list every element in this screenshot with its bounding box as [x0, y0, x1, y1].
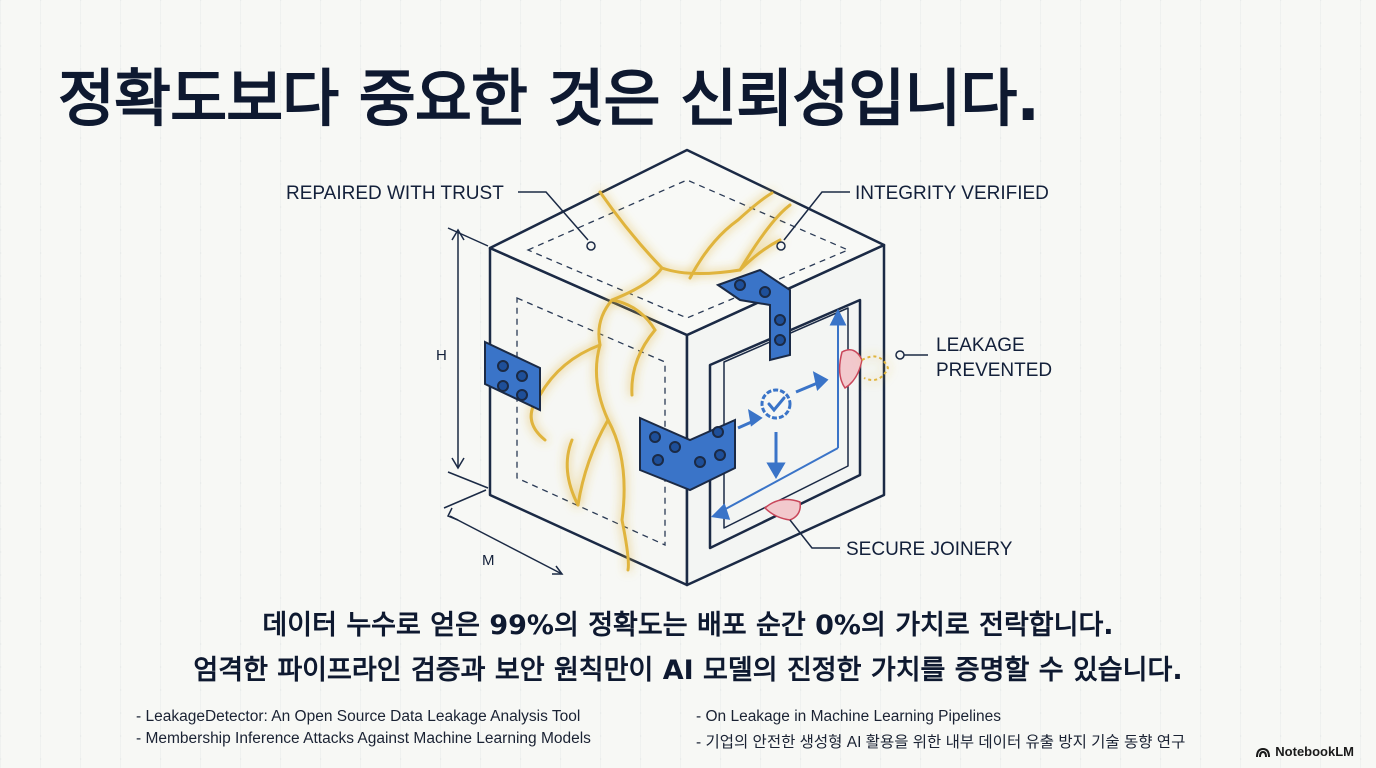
- label-prevented: PREVENTED: [936, 360, 1052, 381]
- width-label: M: [482, 552, 495, 569]
- bracket-icon: [484, 268, 791, 492]
- reference-item: - Membership Inference Attacks Against M…: [136, 730, 591, 747]
- reference-item: - LeakageDetector: An Open Source Data L…: [136, 708, 581, 725]
- crack-icon: [529, 190, 792, 572]
- label-leakage: LEAKAGE: [936, 335, 1025, 356]
- reference-item: - On Leakage in Machine Learning Pipelin…: [696, 708, 1002, 725]
- label-secure-joinery: SECURE JOINERY: [846, 539, 1013, 560]
- cube-icon: [488, 148, 886, 587]
- reference-item: - 기업의 안전한 생성형 AI 활용을 위한 내부 데이터 유출 방지 기술 …: [696, 734, 1186, 751]
- brand-badge: NotebookLM: [1255, 744, 1354, 759]
- check-badge-icon: [760, 388, 792, 420]
- body-line-2: 엄격한 파이프라인 검증과 보안 원칙만이 AI 모델의 진정한 가치를 증명할…: [193, 655, 1183, 686]
- body-line-1: 데이터 누수로 얻은 99%의 정확도는 배포 순간 0%의 가치로 전락합니다…: [262, 610, 1114, 641]
- brand-label: NotebookLM: [1275, 744, 1354, 759]
- page-title: 정확도보다 중요한 것은 신뢰성입니다.: [58, 62, 1040, 135]
- notebooklm-logo-icon: [1256, 747, 1271, 757]
- height-label: H: [436, 347, 447, 364]
- leak-icon: [763, 349, 863, 521]
- label-repaired-with-trust: REPAIRED WITH TRUST: [286, 183, 504, 204]
- label-integrity-verified: INTEGRITY VERIFIED: [855, 183, 1049, 204]
